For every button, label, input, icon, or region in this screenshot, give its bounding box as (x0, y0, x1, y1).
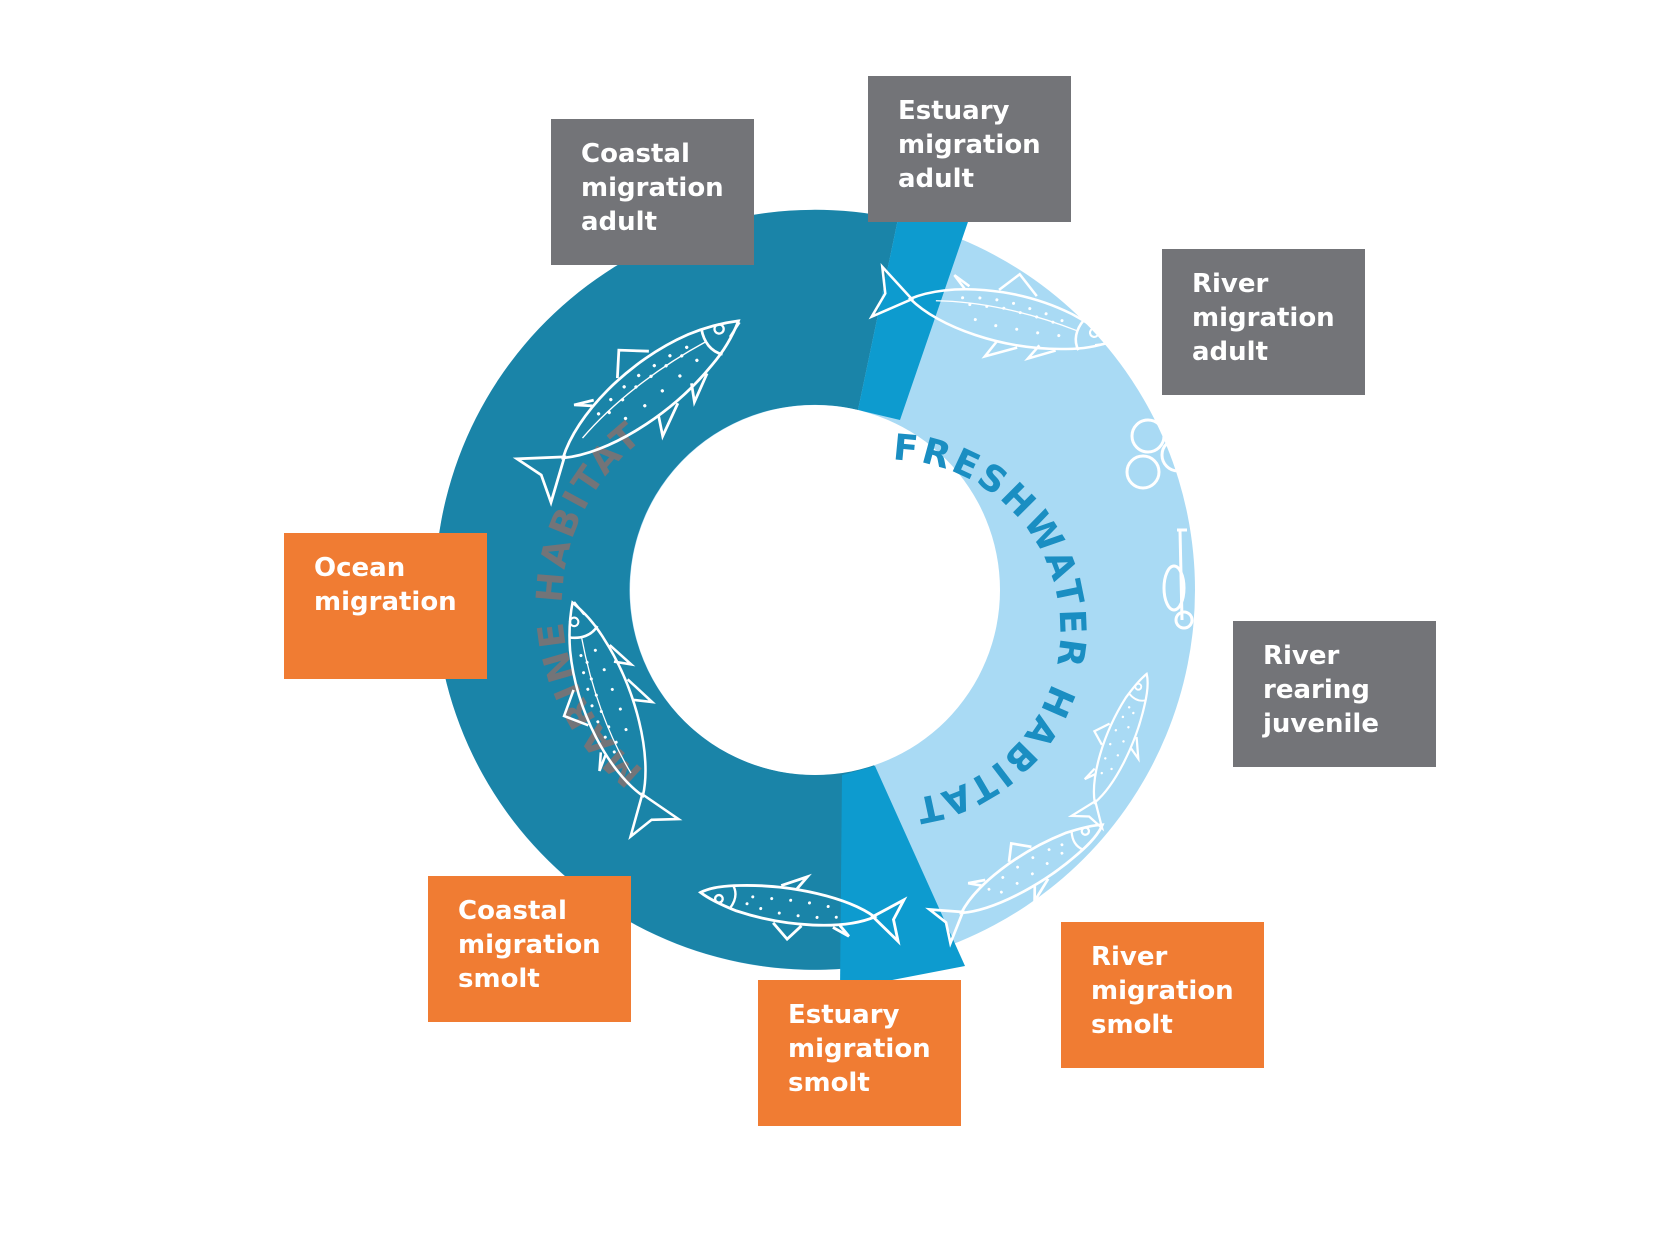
stage-estuary-migration-smolt: Estuary migration smolt (758, 980, 961, 1126)
marine-habitat-ring (434, 209, 933, 970)
stage-label-line: adult (898, 164, 975, 194)
stage-coastal-migration-adult: Coastal migration adult (551, 119, 754, 265)
stage-label-line: migration (788, 1034, 931, 1064)
stage-label-line: Coastal (458, 896, 567, 926)
stage-river-migration-adult: River migration adult (1162, 249, 1365, 395)
stage-label-line: migration (458, 930, 601, 960)
stage-label-line: smolt (788, 1068, 870, 1098)
stage-coastal-migration-smolt: Coastal migration smolt (428, 876, 631, 1022)
stage-ocean-migration: Ocean migration (284, 533, 487, 679)
stage-label-line: juvenile (1263, 709, 1379, 739)
stage-label-line: adult (1192, 337, 1269, 367)
stage-river-migration-smolt: River migration smolt (1061, 922, 1264, 1068)
stage-estuary-migration-adult: Estuary migration adult (868, 76, 1071, 222)
stage-label-line: adult (581, 207, 658, 237)
estuary-lower-band (840, 766, 965, 990)
stage-label-line: migration (1091, 976, 1234, 1006)
stage-label-line: River (1263, 641, 1340, 671)
stage-label-line: Estuary (788, 1000, 900, 1030)
stage-label-line: migration (1192, 303, 1335, 333)
stage-label-line: smolt (458, 964, 540, 994)
stage-label-line: River (1091, 942, 1168, 972)
stage-label-line: River (1192, 269, 1269, 299)
stage-label-line: migration (898, 130, 1041, 160)
stage-river-rearing-juvenile: River rearing juvenile (1233, 621, 1436, 767)
stage-label-line: Estuary (898, 96, 1010, 126)
alevin-icon (1162, 528, 1194, 630)
ring-center (630, 405, 1000, 775)
stage-label-line: migration (581, 173, 724, 203)
eggs-icon (1125, 418, 1196, 490)
stage-label-line: smolt (1091, 1010, 1173, 1040)
estuary-upper-band (858, 216, 970, 420)
stage-label-line: Ocean (314, 553, 406, 583)
stage-label-line: Coastal (581, 139, 690, 169)
stage-label-line: migration (314, 587, 457, 617)
stage-label-line: rearing (1263, 675, 1370, 705)
